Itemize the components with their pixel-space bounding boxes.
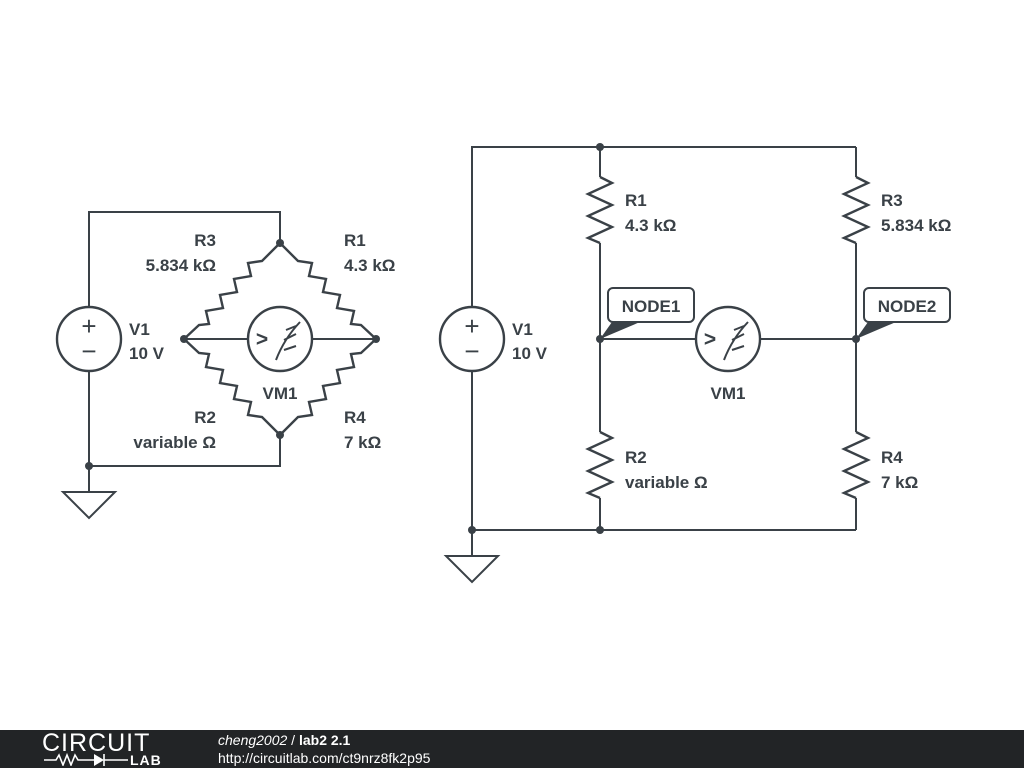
left-r2-name: R2 — [194, 408, 216, 427]
right-r4-value: 7 kΩ — [881, 473, 918, 492]
left-r2-value: variable Ω — [133, 433, 216, 452]
right-r2-name: R2 — [625, 448, 647, 467]
node1-pointer — [600, 322, 640, 339]
right-v1-plus: + — [464, 311, 479, 341]
right-node-ground — [468, 526, 476, 534]
left-r3-resistor — [183, 242, 281, 340]
circuitlab-logo[interactable]: CIRCUIT LAB — [0, 730, 180, 768]
author-link[interactable]: cheng2002 — [218, 732, 288, 748]
left-wire-top — [88, 211, 281, 306]
node1-flag: NODE1 — [600, 287, 695, 339]
left-r1-name: R1 — [344, 231, 366, 250]
right-r1-name: R1 — [625, 191, 647, 210]
right-node-mid-left — [596, 335, 604, 343]
left-vm1-symbol: > — [256, 328, 268, 351]
left-vm1-needle-icon — [275, 321, 301, 361]
logo-lab-text: LAB — [130, 752, 162, 768]
right-vm1-name: VM1 — [711, 384, 746, 403]
node2-pointer — [856, 322, 896, 339]
right-node-mid-right — [852, 335, 860, 343]
left-circuit: + − > R3 5.834 kΩ R1 4.3 kΩ R2 variable … — [55, 211, 395, 520]
left-r2-resistor — [183, 338, 281, 436]
right-r1-resistor — [585, 175, 615, 245]
right-vm1-needle-icon — [723, 321, 749, 361]
credit-separator: / — [287, 732, 299, 748]
right-circuit: + − > NODE1 NODE2 R1 4.3 kΩ R3 5.834 kΩ … — [438, 143, 951, 584]
circuit-url[interactable]: http://circuitlab.com/ct9nrz8fk2p95 — [218, 750, 431, 766]
left-r4-value: 7 kΩ — [344, 433, 381, 452]
left-r4-resistor — [279, 338, 377, 436]
left-v1-value: 10 V — [129, 344, 165, 363]
right-node-bottom-left — [596, 526, 604, 534]
right-wire-bottom — [471, 372, 856, 531]
right-r2-resistor — [585, 430, 615, 500]
right-node-top-left — [596, 143, 604, 151]
left-vm1-meter — [246, 305, 314, 373]
circuit-title[interactable]: lab2 2.1 — [298, 732, 351, 748]
left-vm1-name: VM1 — [263, 384, 298, 403]
left-v1-minus: − — [81, 336, 96, 366]
right-vm1-symbol: > — [704, 328, 716, 351]
left-v1-name: V1 — [129, 320, 150, 339]
node1-label: NODE1 — [622, 297, 681, 316]
right-v1-name: V1 — [512, 320, 533, 339]
left-node-left — [180, 335, 188, 343]
right-r3-resistor — [841, 175, 871, 245]
node2-label: NODE2 — [878, 297, 937, 316]
right-v1-value: 10 V — [512, 344, 548, 363]
left-v1-plus: + — [81, 311, 96, 341]
left-r3-name: R3 — [194, 231, 216, 250]
right-v1-minus: − — [464, 336, 479, 366]
footer-bar: CIRCUIT LAB cheng2002 / lab2 2.1 http://… — [0, 730, 1024, 768]
left-r1-value: 4.3 kΩ — [344, 256, 395, 275]
right-r2-value: variable Ω — [625, 473, 708, 492]
credit-line: cheng2002 / lab2 2.1 — [218, 732, 350, 748]
right-r4-name: R4 — [881, 448, 903, 467]
right-r1-value: 4.3 kΩ — [625, 216, 676, 235]
left-node-top — [276, 239, 284, 247]
node1-box — [607, 287, 695, 323]
right-vm1-meter — [694, 305, 762, 373]
right-r3-name: R3 — [881, 191, 903, 210]
left-node-bottom — [276, 431, 284, 439]
logo-waveform-icon — [44, 752, 128, 766]
right-wire-top — [471, 146, 856, 306]
left-ground-icon — [60, 491, 118, 520]
right-r4-resistor — [841, 430, 871, 500]
left-v1-source — [55, 305, 123, 373]
node2-flag: NODE2 — [856, 287, 951, 339]
right-r3-value: 5.834 kΩ — [881, 216, 951, 235]
left-node-ground — [85, 462, 93, 470]
node2-box — [863, 287, 951, 323]
left-r3-value: 5.834 kΩ — [146, 256, 216, 275]
right-ground-icon — [443, 555, 501, 584]
logo-circuit-text: CIRCUIT — [42, 729, 151, 757]
left-r1-resistor — [279, 242, 377, 340]
left-wire-bottom — [88, 372, 281, 467]
left-r4-name: R4 — [344, 408, 366, 427]
right-v1-source — [438, 305, 506, 373]
left-node-right — [372, 335, 380, 343]
